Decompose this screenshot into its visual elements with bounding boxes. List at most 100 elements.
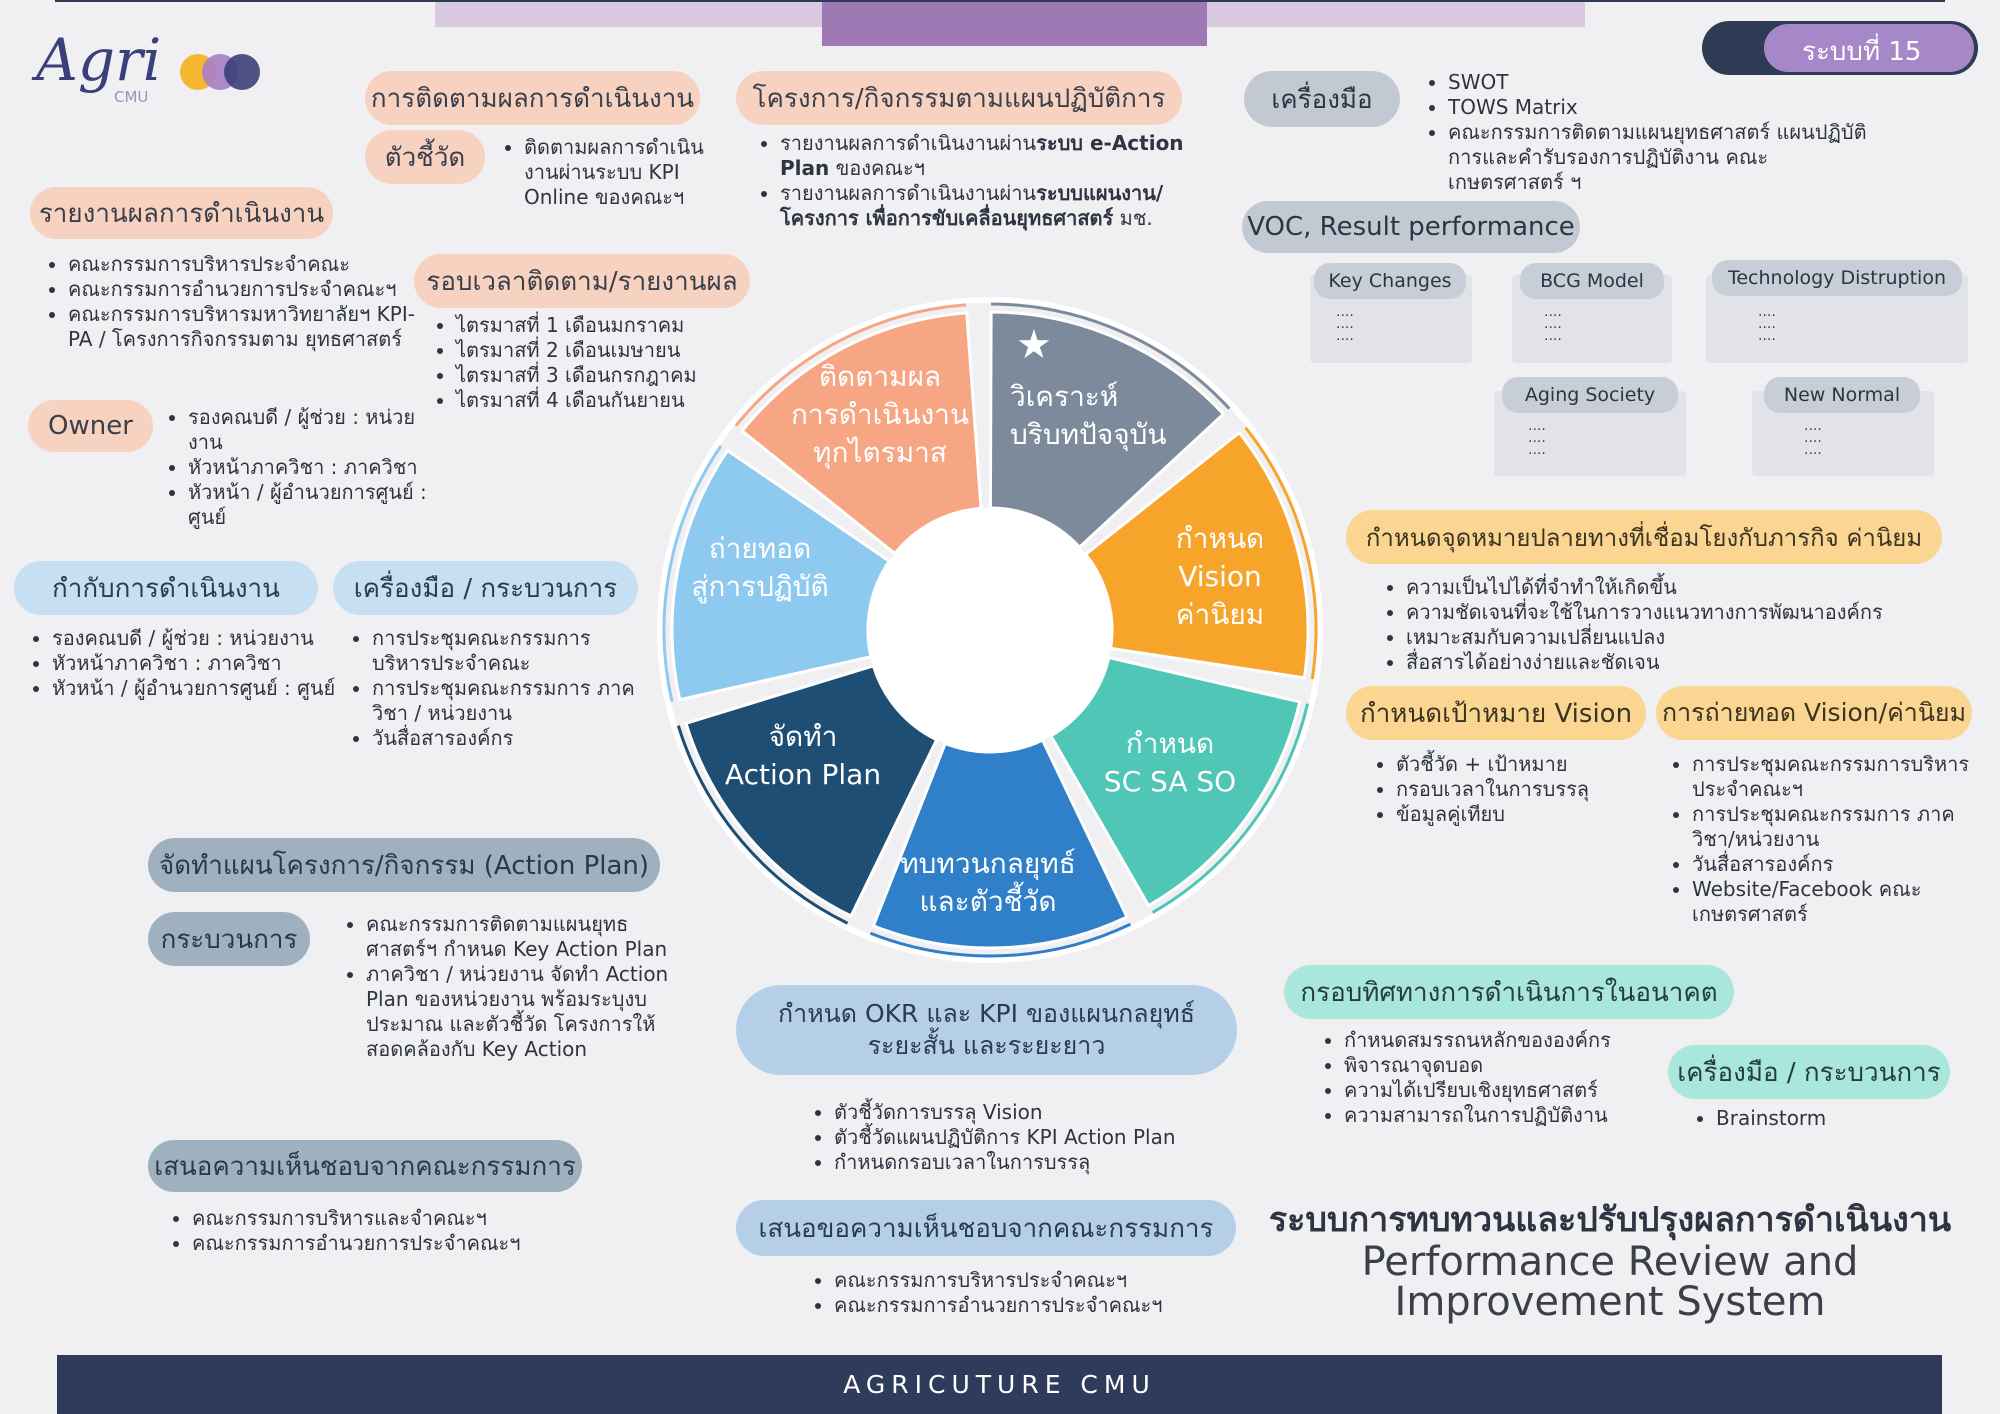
wheel-hub bbox=[868, 508, 1112, 752]
monitor-list: ติดตามผลการดำเนิน งานผ่านระบบ KPI Online… bbox=[502, 135, 744, 210]
list-item: ตัวชี้วัดการบรรลุ Vision bbox=[834, 1100, 1254, 1125]
segment-review-rim bbox=[869, 922, 1132, 958]
logo-sub: CMU bbox=[114, 88, 149, 106]
supervise-list: รองคณบดี / ผู้ช่วย : หน่วยงาน หัวหน้าภาค… bbox=[30, 626, 357, 701]
monitor-heading: การติดตามผลการดำเนินงาน bbox=[365, 71, 700, 125]
list-item: หัวหน้า / ผู้อำนวยการศูนย์ : ศูนย์ bbox=[52, 676, 357, 701]
process-label: กระบวนการ bbox=[148, 912, 310, 966]
top-bar-dark bbox=[822, 0, 1207, 46]
list-item: รองคณบดี / ผู้ช่วย : หน่วยงาน bbox=[188, 405, 448, 455]
report-heading: รายงานผลการดำเนินงาน bbox=[30, 187, 333, 239]
goal-heading: กำหนดจุดหมายปลายทางที่เชื่อมโยงกับภารกิจ… bbox=[1346, 510, 1942, 564]
supervise-heading: กำกับการดำเนินงาน bbox=[14, 561, 318, 615]
page-title: ระบบการทบทวนและปรับปรุงผลการดำเนินงาน Pe… bbox=[1240, 1198, 1980, 1322]
list-item: พิจารณาจุดบอด bbox=[1344, 1053, 1684, 1078]
tools2-list: Brainstorm bbox=[1694, 1106, 1976, 1131]
process-wheel bbox=[657, 297, 1323, 963]
card-bcg-tag: BCG Model bbox=[1520, 263, 1664, 299]
segment-vision-rim bbox=[1244, 426, 1318, 680]
card-bcg-dots: ............ bbox=[1544, 304, 1562, 344]
list-item: คณะกรรมการติดตามแผนยุทธศาสตร์ แผนปฏิบัติ… bbox=[1448, 120, 1868, 195]
list-item: คณะกรรมการบริหารประจำคณะ bbox=[68, 252, 428, 277]
list-item: ความเป็นไปได้ที่จำทำให้เกิดขึ้น bbox=[1406, 575, 1966, 600]
page-title-en-2: Improvement System bbox=[1394, 1279, 1826, 1325]
footer-bar: AGRICUTURE CMU bbox=[57, 1355, 1942, 1414]
list-item: การประชุมคณะกรรมการ ภาควิชา / หน่วยงาน bbox=[372, 676, 642, 726]
list-item: ตัวชี้วัดแผนปฏิบัติการ KPI Action Plan bbox=[834, 1125, 1254, 1150]
segment-review-label: ทบทวนกลยุทธ์และตัวชี้วัด bbox=[900, 847, 1076, 918]
logo: Agri CMU bbox=[36, 26, 266, 126]
segment-analyze-label: วิเคราะห์บริบทปัจจุบัน bbox=[1010, 380, 1167, 451]
list-item: คณะกรรมการบริหารประจำคณะฯ bbox=[834, 1268, 1254, 1293]
list-item: สื่อสารได้อย่างง่ายและชัดเจน bbox=[1406, 650, 1966, 675]
segment-action-plan-rim bbox=[676, 725, 849, 925]
list-item: ติดตามผลการดำเนิน งานผ่านระบบ KPI Online… bbox=[524, 135, 744, 210]
vision-transfer-list: การประชุมคณะกรรมการบริหาร ประจำคณะฯ การป… bbox=[1670, 752, 1992, 927]
future-list: กำหนดสมรรถนหลักขององค์กร พิจารณาจุดบอด ค… bbox=[1322, 1028, 1684, 1128]
wheel-star: ★ bbox=[1016, 322, 1052, 368]
segment-monitor-rim bbox=[734, 303, 967, 427]
period-heading: รอบเวลาติดตาม/รายงานผล bbox=[414, 254, 750, 308]
list-item: หัวหน้าภาควิชา : ภาควิชา bbox=[52, 651, 357, 676]
list-item: คณะกรรมการอำนวยการประจำคณะฯ bbox=[192, 1231, 612, 1256]
vision-goal-heading: กำหนดเป้าหมาย Vision bbox=[1346, 686, 1646, 740]
card-aging-tag: Aging Society bbox=[1502, 377, 1678, 413]
list-item: ตัวชี้วัด + เป้าหมาย bbox=[1396, 752, 1666, 777]
logo-text: Agri bbox=[36, 26, 162, 94]
system-badge-label: ระบบที่ 15 bbox=[1802, 37, 1922, 67]
tools-process-heading: เครื่องมือ / กระบวนการ bbox=[333, 561, 638, 615]
list-item: คณะกรรมการอำนวยการประจำคณะฯ bbox=[68, 277, 428, 302]
vision-transfer-heading: การถ่ายทอด Vision/ค่านิยม bbox=[1656, 686, 1972, 740]
kpi-label: ตัวชี้วัด bbox=[365, 130, 485, 184]
approve-list: คณะกรรมการบริหารและจำคณะฯ คณะกรรมการอำนว… bbox=[170, 1206, 612, 1256]
segment-transfer-label: ถ่ายทอดสู่การปฏิบัติ bbox=[691, 532, 829, 603]
list-item: ความได้เปรียบเชิงยุทธศาสตร์ bbox=[1344, 1078, 1684, 1103]
tools-heading: เครื่องมือ bbox=[1244, 71, 1400, 127]
list-item: รายงานผลการดำเนินงานผ่านระบบ e-Action Pl… bbox=[780, 131, 1230, 181]
owner-list: รองคณบดี / ผู้ช่วย : หน่วยงาน หัวหน้าภาค… bbox=[166, 405, 448, 530]
approve-heading: เสนอความเห็นชอบจากคณะกรรมการ bbox=[148, 1140, 582, 1192]
segment-transfer-rim bbox=[662, 445, 723, 702]
list-item: ไตรมาสที่ 1 เดือนมกราคม bbox=[456, 313, 756, 338]
projects-list: รายงานผลการดำเนินงานผ่านระบบ e-Action Pl… bbox=[758, 131, 1230, 231]
goal-list: ความเป็นไปได้ที่จำทำให้เกิดขึ้น ความชัดเ… bbox=[1384, 575, 1966, 675]
okr-heading: กำหนด OKR และ KPI ของแผนกลยุทธ์ ระยะสั้น… bbox=[736, 985, 1237, 1075]
list-item: หัวหน้า / ผู้อำนวยการศูนย์ : ศูนย์ bbox=[188, 480, 448, 530]
list-item: ไตรมาสที่ 4 เดือนกันยายน bbox=[456, 388, 756, 413]
segment-sc-rim bbox=[1151, 703, 1310, 914]
list-item: ความสามารถในการปฏิบัติงาน bbox=[1344, 1103, 1684, 1128]
list-item: หัวหน้าภาควิชา : ภาควิชา bbox=[188, 455, 448, 480]
tools2-heading: เครื่องมือ / กระบวนการ bbox=[1668, 1045, 1950, 1099]
list-item: ไตรมาสที่ 3 เดือนกรกฎาคม bbox=[456, 363, 756, 388]
list-item: คณะกรรมการอำนวยการประจำคณะฯ bbox=[834, 1293, 1254, 1318]
list-item: กำหนดสมรรถนหลักขององค์กร bbox=[1344, 1028, 1684, 1053]
projects-heading: โครงการ/กิจกรรมตามแผนปฏิบัติการ bbox=[736, 71, 1182, 125]
list-item: วันสื่อสารองค์กร bbox=[372, 726, 642, 751]
vision-goal-list: ตัวชี้วัด + เป้าหมาย กรอบเวลาในการบรรลุ … bbox=[1374, 752, 1666, 827]
list-item: ความชัดเจนที่จะใช้ในการวางแนวทางการพัฒนา… bbox=[1406, 600, 1966, 625]
list-item: กรอบเวลาในการบรรลุ bbox=[1396, 777, 1666, 802]
card-new-normal-tag: New Normal bbox=[1764, 377, 1920, 413]
approve2-heading: เสนอขอความเห็นชอบจากคณะกรรมการ bbox=[736, 1200, 1236, 1256]
list-item: Brainstorm bbox=[1716, 1106, 1976, 1131]
list-item: TOWS Matrix bbox=[1448, 95, 1868, 120]
tools-process-list: การประชุมคณะกรรมการ บริหารประจำคณะ การปร… bbox=[350, 626, 642, 751]
card-key-changes-tag: Key Changes bbox=[1314, 263, 1466, 299]
segment-monitor-label: ติดตามผลการดำเนินงานทุกไตรมาส bbox=[790, 360, 969, 469]
footer-label: AGRICUTURE CMU bbox=[843, 1370, 1156, 1399]
list-item: รองคณบดี / ผู้ช่วย : หน่วยงาน bbox=[52, 626, 357, 651]
list-item: รายงานผลการดำเนินงานผ่านระบบแผนงาน/โครงก… bbox=[780, 181, 1230, 231]
action-plan-heading: จัดทำแผนโครงการ/กิจกรรม (Action Plan) bbox=[148, 838, 660, 892]
page-title-en-1: Performance Review and bbox=[1361, 1239, 1859, 1285]
list-item: วันสื่อสารองค์กร bbox=[1692, 852, 1992, 877]
approve2-list: คณะกรรมการบริหารประจำคณะฯ คณะกรรมการอำนว… bbox=[812, 1268, 1254, 1318]
logo-circle-navy bbox=[224, 54, 260, 90]
list-item: การประชุมคณะกรรมการ ภาควิชา/หน่วยงาน bbox=[1692, 802, 1992, 852]
card-new-normal-dots: ............ bbox=[1804, 418, 1822, 458]
card-aging-dots: ............ bbox=[1528, 418, 1546, 458]
list-item: เหมาะสมกับความเปลี่ยนแปลง bbox=[1406, 625, 1966, 650]
segment-analyze-rim bbox=[991, 302, 1231, 410]
wheel-outer-ring bbox=[657, 297, 1323, 963]
